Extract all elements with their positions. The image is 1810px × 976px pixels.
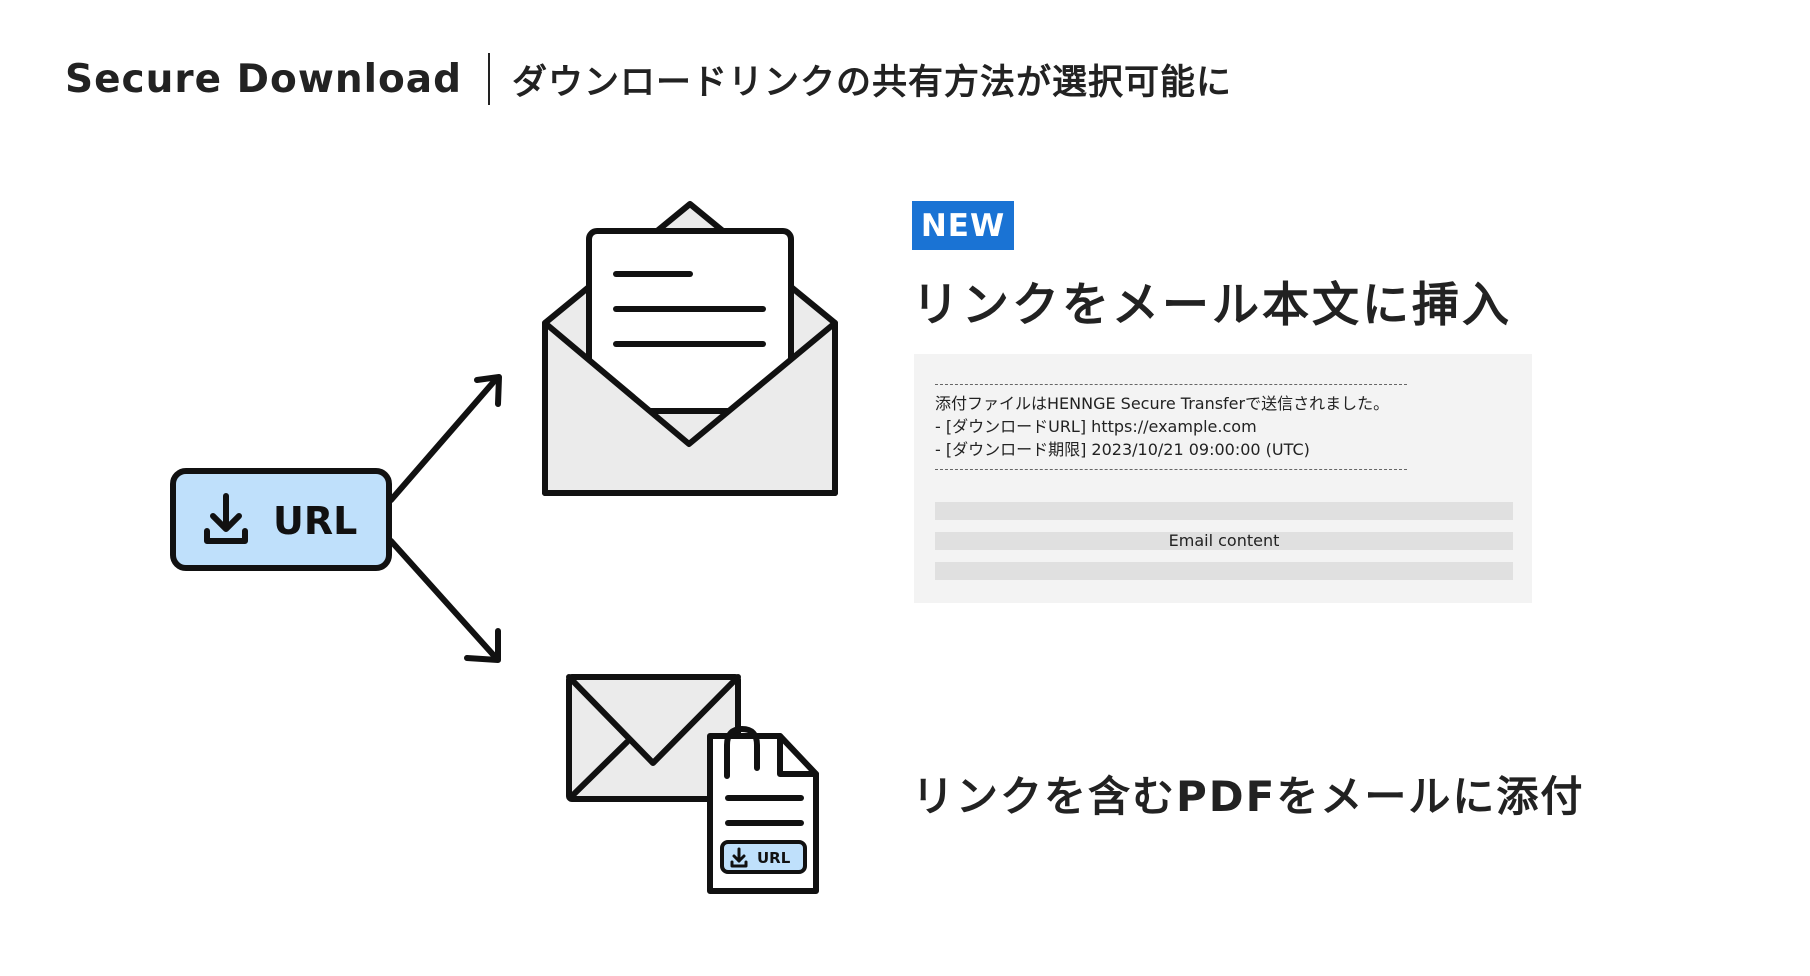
email-preview-text: 添付ファイルはHENNGE Secure Transferで送信されました。 -… bbox=[935, 376, 1415, 477]
email-line-expiry: - [ダウンロード期限] 2023/10/21 09:00:00 (UTC) bbox=[935, 440, 1310, 459]
dashed-separator bbox=[935, 469, 1407, 471]
pdf-download-icon bbox=[730, 847, 748, 868]
pdf-url-label: URL bbox=[757, 849, 791, 867]
url-label: URL bbox=[273, 499, 357, 543]
page-subtitle: ダウンロードリンクの共有方法が選択可能に bbox=[512, 62, 1233, 103]
content-placeholder-bar bbox=[935, 562, 1513, 580]
arrow-to-attach bbox=[388, 538, 501, 663]
content-placeholder-bar bbox=[935, 502, 1513, 520]
url-source: URL bbox=[170, 468, 392, 571]
email-preview: 添付ファイルはHENNGE Secure Transferで送信されました。 -… bbox=[914, 354, 1532, 603]
email-line-sent: 添付ファイルはHENNGE Secure Transferで送信されました。 bbox=[935, 394, 1390, 413]
arrow-to-insert bbox=[388, 374, 502, 503]
envelope-with-pdf-icon bbox=[566, 674, 819, 894]
header-divider bbox=[488, 53, 491, 105]
brand-title: Secure Download bbox=[65, 56, 463, 102]
content-placeholder-bar bbox=[935, 532, 1513, 550]
open-envelope-icon bbox=[542, 201, 838, 496]
header: Secure Download ダウンロードリンクの共有方法が選択可能に bbox=[65, 50, 1232, 108]
insert-link-heading: リンクをメール本文に挿入 bbox=[912, 278, 1512, 333]
dashed-separator bbox=[935, 384, 1407, 386]
attach-pdf-heading: リンクを含むPDFをメールに添付 bbox=[912, 772, 1585, 821]
download-icon bbox=[204, 493, 248, 544]
email-line-url: - [ダウンロードURL] https://example.com bbox=[935, 417, 1257, 436]
email-content-label: Email content bbox=[1168, 531, 1280, 550]
new-badge: NEW bbox=[912, 201, 1014, 250]
